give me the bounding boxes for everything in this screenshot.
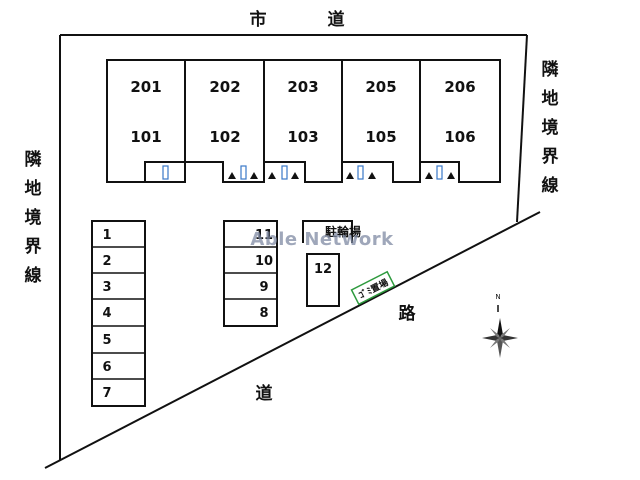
svg-text:地: 地: [25, 178, 42, 199]
bicycle-parking: 駐輪場: [302, 220, 361, 243]
room-106: 106: [444, 128, 475, 146]
svg-text:地: 地: [542, 88, 559, 109]
room-206: 206: [444, 78, 475, 96]
road-label-top-1: 市: [250, 9, 267, 30]
parking-slot-10: 10: [255, 254, 273, 269]
parking-slot-11: 11: [255, 228, 273, 243]
boundary-label-left: 隣 地 境 界 線: [25, 149, 42, 286]
parking-center-column: 11 10 9 8: [223, 220, 278, 327]
parking-slot-4: 4: [102, 306, 111, 321]
parking-slot-12-box: 12: [306, 253, 340, 307]
room-205: 205: [365, 78, 396, 96]
svg-text:N: N: [495, 293, 500, 301]
svg-text:線: 線: [542, 175, 559, 196]
building: [106, 59, 501, 183]
svg-text:界: 界: [542, 147, 559, 167]
parking-slot-7: 7: [102, 386, 111, 401]
svg-text:線: 線: [25, 265, 42, 286]
watermark: Able Network: [250, 229, 394, 250]
room-102: 102: [209, 128, 240, 146]
parking-slot-3: 3: [102, 280, 111, 295]
site-boundary: [44, 34, 541, 469]
parking-left-column: 1 2 3 4 5 6 7: [91, 220, 146, 407]
room-105: 105: [365, 128, 396, 146]
room-202: 202: [209, 78, 240, 96]
parking-slot-12: 12: [314, 262, 332, 277]
upper-floor-rooms: 201 202 203 205 206: [130, 78, 475, 96]
svg-text:隣: 隣: [25, 149, 42, 170]
room-103: 103: [287, 128, 318, 146]
road-label-bottom-right: 路: [399, 303, 417, 324]
room-201: 201: [130, 78, 161, 96]
meter-boxes: [162, 165, 443, 180]
parking-slot-6: 6: [102, 360, 111, 375]
svg-text:界: 界: [25, 237, 42, 257]
parking-slot-5: 5: [102, 333, 111, 348]
parking-slot-1: 1: [102, 228, 111, 243]
room-101: 101: [130, 128, 161, 146]
entrance-markers: [228, 172, 455, 179]
svg-text:境: 境: [25, 207, 42, 228]
road-label-bottom-left: 道: [256, 383, 273, 404]
parking-slot-9: 9: [259, 280, 268, 295]
bicycle-parking-label: 駐輪場: [325, 224, 361, 239]
room-203: 203: [287, 78, 318, 96]
parking-slot-8: 8: [259, 306, 268, 321]
boundary-label-right: 隣 地 境 界 線: [542, 59, 559, 196]
road-label-top-2: 道: [328, 9, 345, 30]
svg-text:隣: 隣: [542, 59, 559, 80]
svg-text:境: 境: [542, 117, 559, 138]
compass-icon: N: [482, 293, 518, 358]
parking-slot-2: 2: [102, 254, 111, 269]
lower-floor-rooms: 101 102 103 105 106: [130, 128, 475, 146]
